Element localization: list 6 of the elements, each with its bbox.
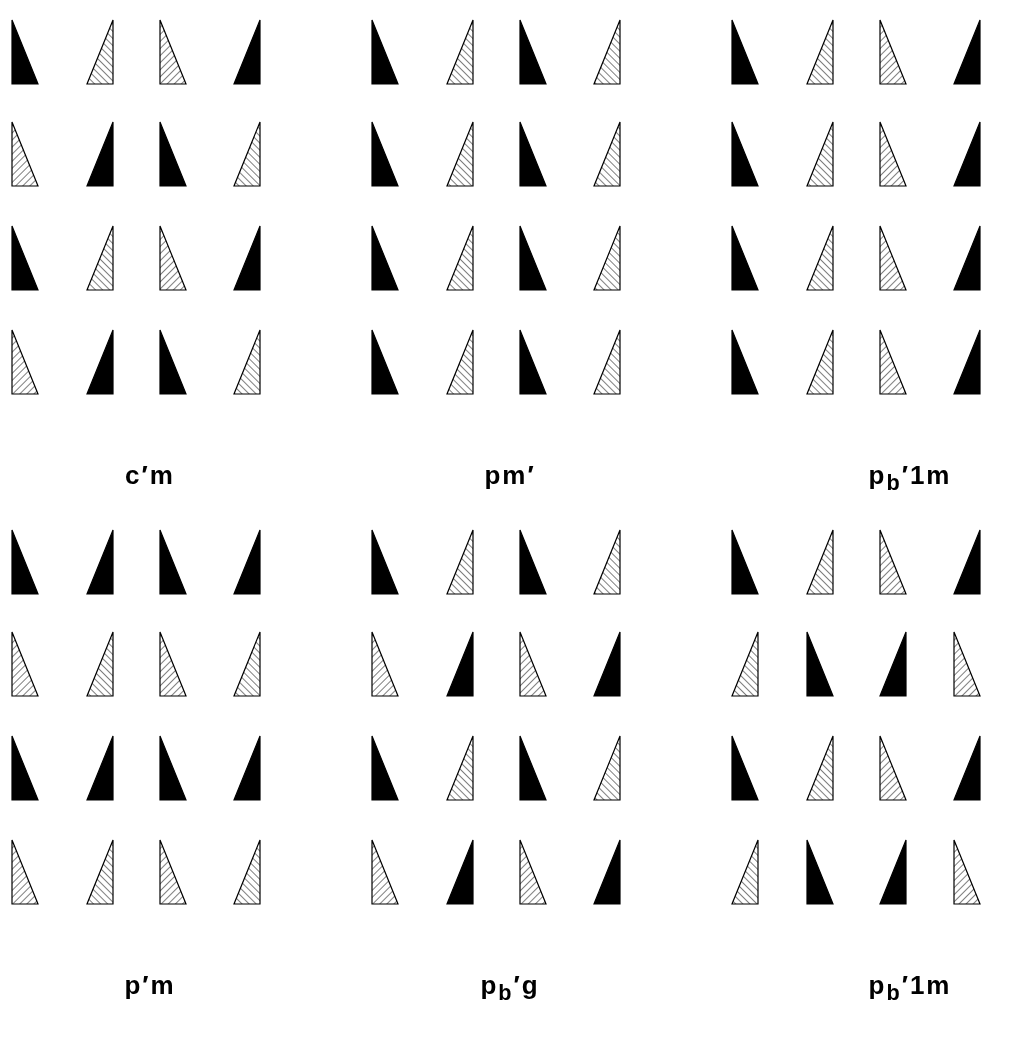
group-symbol-label: c′m — [124, 462, 176, 488]
group-symbol-label: p′m — [123, 972, 177, 998]
group-symbol-label: p$_{b}$′1m — [867, 462, 953, 494]
group-symbol-label: pm′ — [483, 462, 537, 488]
group-symbol-label: p$_{b}$′1m — [867, 972, 953, 1004]
group-symbol-label: p$_{b}$′g — [479, 972, 541, 1004]
